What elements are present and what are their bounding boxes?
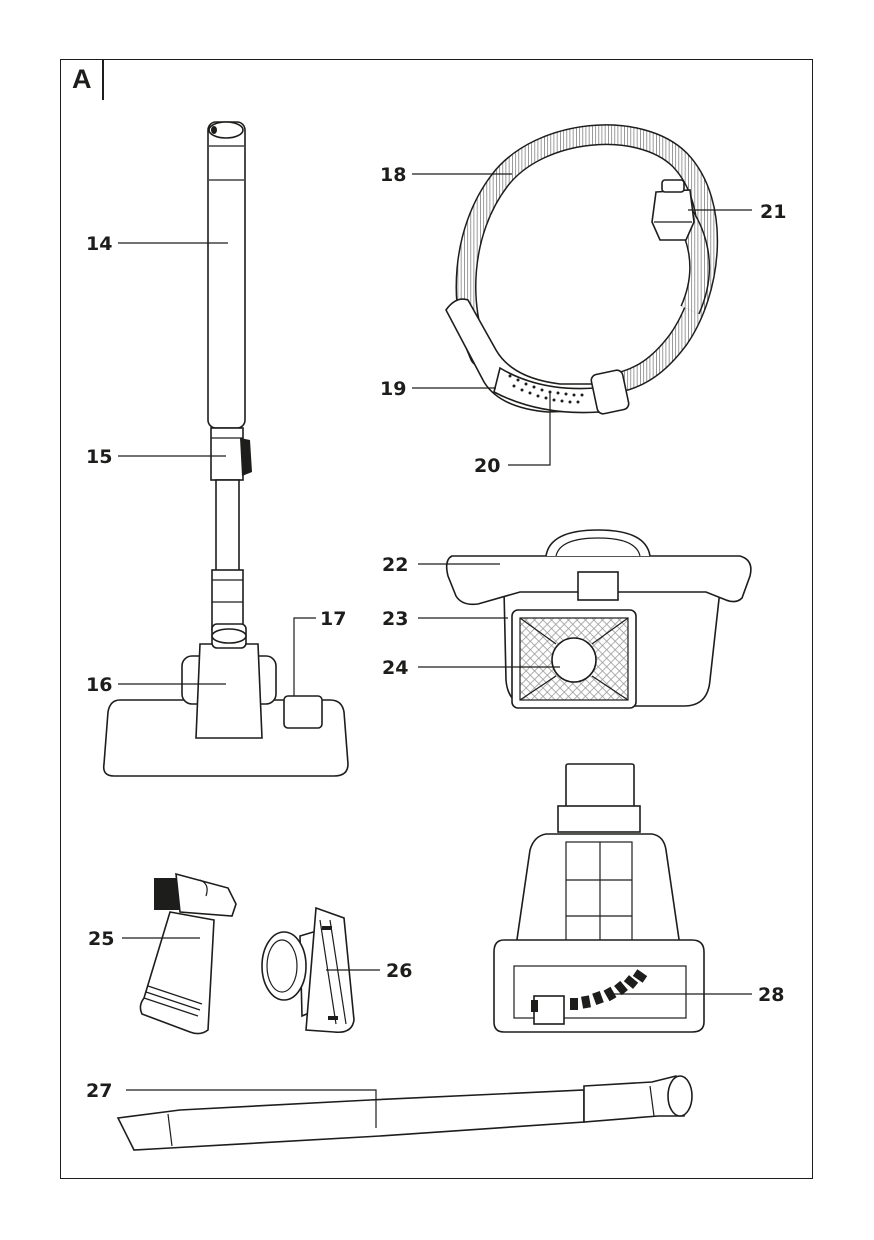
nozzle-selector-pedal-shape [283,695,323,729]
suction-regulator-vents [508,374,584,404]
callout-25: 25 [88,928,114,950]
callout-17: 17 [320,608,346,630]
callout-28: 28 [758,984,784,1006]
telescopic-tube-drawing [207,121,252,631]
suction-hose-drawing [445,124,719,415]
turbo-brush-drawing [493,763,705,1033]
callout-27: 27 [86,1080,112,1102]
callout-18: 18 [380,164,406,186]
callout-24: 24 [382,657,408,679]
callout-15: 15 [86,446,112,468]
section-letter-divider [102,60,104,100]
callout-19: 19 [380,378,406,400]
turbo-brush-bristles [531,969,648,1012]
callout-labels: 14 15 16 17 18 19 20 21 22 23 24 25 26 2… [86,164,786,1102]
callout-26: 26 [386,960,412,982]
section-letter: A [72,64,92,94]
callout-22: 22 [382,554,408,576]
callout-14: 14 [86,233,112,255]
crevice-nozzle-drawing [116,1075,693,1151]
callout-21: 21 [760,201,786,223]
hose-connector-shape [651,189,695,241]
callout-16: 16 [86,674,112,696]
length-adjuster-button [240,438,252,476]
callout-leaders [118,173,752,1128]
brush-nozzle-drawing [139,872,237,1035]
figure-frame [60,59,813,1179]
callout-23: 23 [382,608,408,630]
callout-20: 20 [474,455,500,477]
floor-nozzle-drawing [102,623,349,777]
dust-container-drawing [445,529,752,709]
brush-bristles [154,878,180,910]
